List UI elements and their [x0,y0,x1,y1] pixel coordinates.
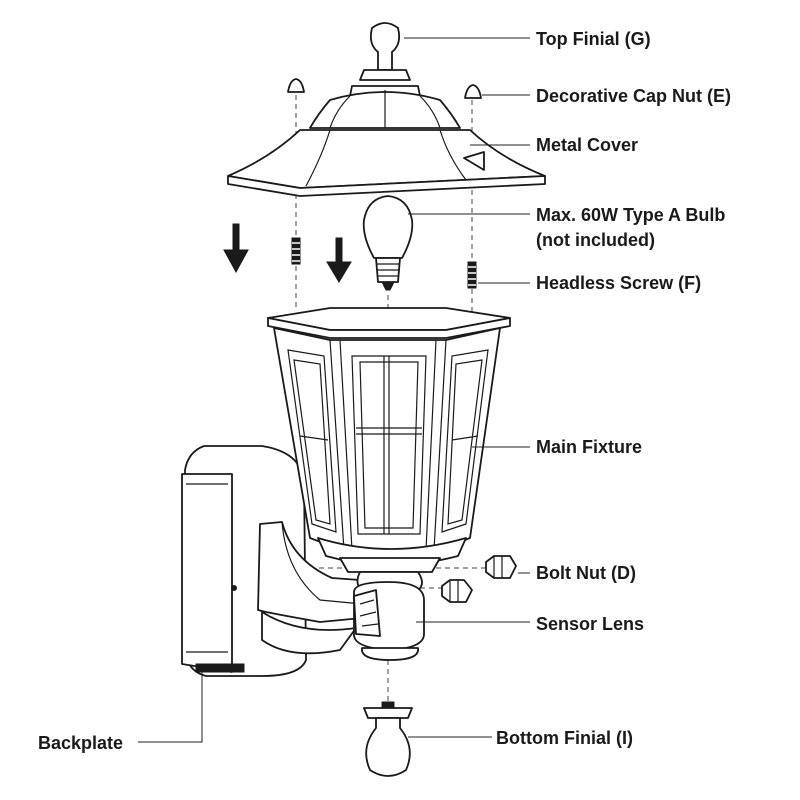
label-bulb-line1: Max. 60W Type A Bulb [536,205,725,225]
backplate [181,445,307,677]
sensor-body [353,571,425,661]
metal-cover [227,85,546,197]
label-top-finial: Top Finial (G) [536,29,651,49]
label-bolt-nut: Bolt Nut (D) [536,563,636,583]
top-finial [359,22,411,81]
headless-screw-left [291,237,301,265]
headless-screw-right [467,261,477,289]
main-fixture [267,307,511,573]
label-backplate: Backplate [38,733,123,753]
bolt-nut-upper [485,555,517,579]
fixture-arm [257,521,363,655]
decorative-cap-nut-right [464,84,482,99]
down-arrow-icon [326,237,352,283]
label-main-fixture: Main Fixture [536,437,642,457]
labels: Top Finial (G) Decorative Cap Nut (E) Me… [38,29,731,753]
label-headless-screw: Headless Screw (F) [536,273,701,293]
label-bulb-line2: (not included) [536,230,655,250]
leader-lines [138,37,530,743]
label-bottom-finial: Bottom Finial (I) [496,728,633,748]
decorative-cap-nut-left [287,78,305,93]
label-metal-cover: Metal Cover [536,135,638,155]
bottom-finial [363,701,413,777]
label-sensor-lens: Sensor Lens [536,614,644,634]
down-arrow-icon [223,223,249,274]
label-decorative-cap-nut: Decorative Cap Nut (E) [536,86,731,106]
light-bulb [362,195,414,291]
bolt-nut-lower [441,579,473,603]
